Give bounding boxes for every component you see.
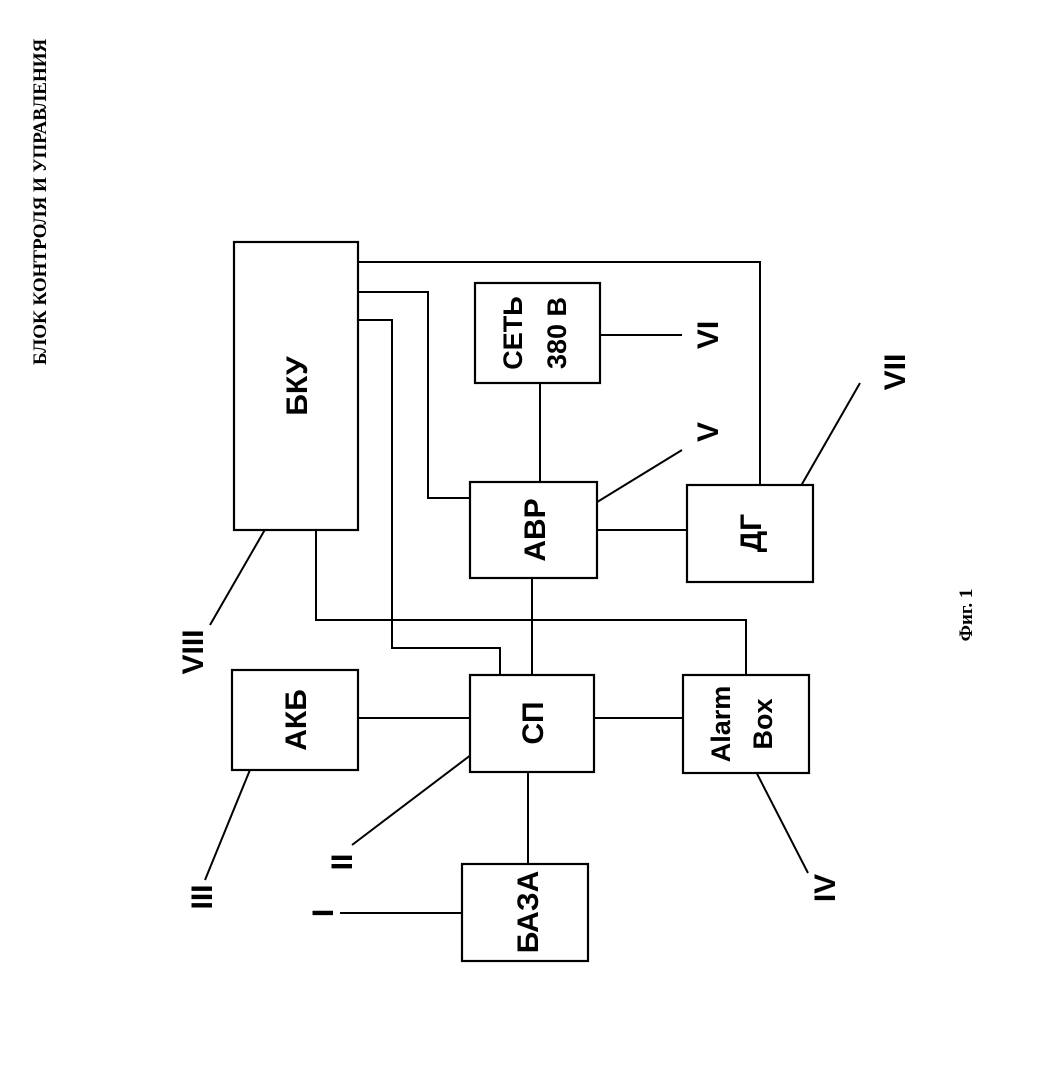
block-set-label-line2: 380 В bbox=[542, 297, 572, 369]
block-set-label-line1: СЕТЬ bbox=[498, 296, 528, 369]
block-avr: АВР bbox=[470, 482, 597, 578]
numeral-iii: III bbox=[186, 884, 219, 909]
block-bku: БКУ bbox=[234, 242, 358, 530]
numeral-ii: II bbox=[326, 854, 359, 871]
block-sp-label: СП bbox=[517, 701, 550, 744]
page-title: БЛОК КОНТРОЛЯ И УПРАВЛЕНИЯ bbox=[30, 38, 51, 365]
block-alarm-label-line1: Alarm bbox=[706, 686, 736, 763]
numeral-iv: IV bbox=[809, 874, 842, 902]
numeral-vi: VI bbox=[692, 321, 725, 349]
block-baza-label: БАЗА bbox=[512, 871, 545, 954]
block-dg: ДГ bbox=[687, 485, 813, 582]
block-set: СЕТЬ 380 В bbox=[475, 283, 600, 383]
block-sp: СП bbox=[470, 675, 594, 772]
block-bku-label: БКУ bbox=[281, 356, 314, 416]
numeral-v: V bbox=[692, 422, 725, 442]
leader-ii bbox=[352, 742, 488, 845]
block-avr-label: АВР bbox=[519, 498, 552, 561]
block-dg-label: ДГ bbox=[735, 514, 768, 552]
block-akb: АКБ bbox=[232, 670, 358, 770]
leader-iv bbox=[750, 760, 808, 873]
numeral-i: I bbox=[307, 909, 340, 917]
block-alarm-label-line2: Box bbox=[748, 698, 778, 749]
wire-bku-avr bbox=[358, 292, 470, 498]
leader-iii bbox=[205, 760, 254, 880]
numeral-viii: VIII bbox=[177, 629, 210, 674]
figure-caption: Фиг. 1 bbox=[956, 589, 977, 642]
block-alarm-box: Alarm Box bbox=[683, 675, 809, 773]
block-akb-label: АКБ bbox=[280, 689, 313, 751]
block-baza: БАЗА bbox=[462, 864, 588, 961]
numeral-vii: VII bbox=[879, 354, 912, 391]
